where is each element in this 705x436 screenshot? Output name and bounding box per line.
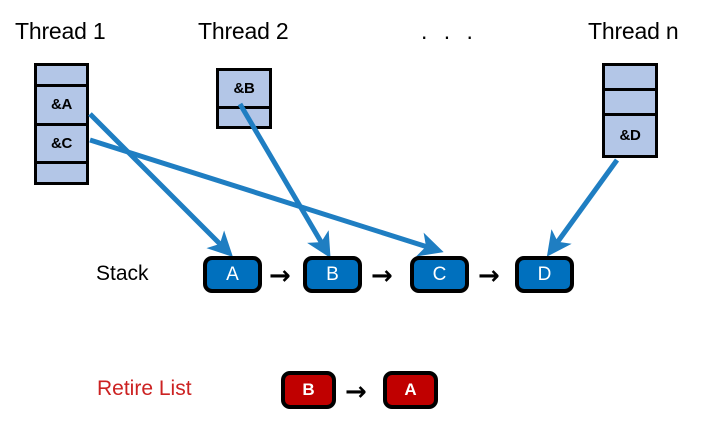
stack-row-label: Stack bbox=[96, 262, 149, 285]
thread-1-slot-3[interactable] bbox=[37, 163, 86, 182]
pointer-arrow-A bbox=[88, 112, 233, 257]
thread-n-slot-0[interactable] bbox=[605, 66, 655, 91]
pointer-arrow-C bbox=[89, 137, 444, 257]
thread-n-title: Thread n bbox=[588, 18, 679, 44]
stack-node-B[interactable]: B bbox=[303, 256, 362, 293]
retire-node-A[interactable]: A bbox=[383, 371, 438, 409]
stack-node-A[interactable]: A bbox=[203, 256, 262, 293]
pointer-arrow-D bbox=[546, 158, 620, 257]
stack-node-D[interactable]: D bbox=[515, 256, 574, 293]
retire-node-B[interactable]: B bbox=[281, 371, 336, 409]
thread-1-slot-2[interactable]: &C bbox=[37, 125, 86, 164]
thread-1-slot-1[interactable]: &A bbox=[37, 87, 86, 126]
thread-1-title: Thread 1 bbox=[15, 18, 106, 44]
thread-2-slot-0[interactable]: &B bbox=[219, 71, 269, 109]
stack-link-arrow-3: → bbox=[478, 261, 500, 291]
thread-1-slot-0[interactable] bbox=[37, 66, 86, 88]
stack-link-arrow-2: → bbox=[371, 261, 393, 291]
stack-node-C[interactable]: C bbox=[410, 256, 469, 293]
thread-1-hazard-stack: &A &C bbox=[34, 63, 89, 185]
retire-link-arrow-1: → bbox=[345, 377, 367, 407]
thread-n-slot-1[interactable] bbox=[605, 91, 655, 116]
threads-ellipsis: . . . bbox=[421, 18, 478, 44]
thread-2-title: Thread 2 bbox=[198, 18, 289, 44]
stack-link-arrow-1: → bbox=[269, 261, 291, 291]
retire-list-label: Retire List bbox=[97, 377, 192, 400]
thread-2-slot-1[interactable] bbox=[219, 108, 269, 126]
thread-2-hazard-stack: &B bbox=[216, 68, 272, 129]
thread-n-hazard-stack: &D bbox=[602, 63, 658, 158]
thread-n-slot-2[interactable]: &D bbox=[605, 116, 655, 155]
